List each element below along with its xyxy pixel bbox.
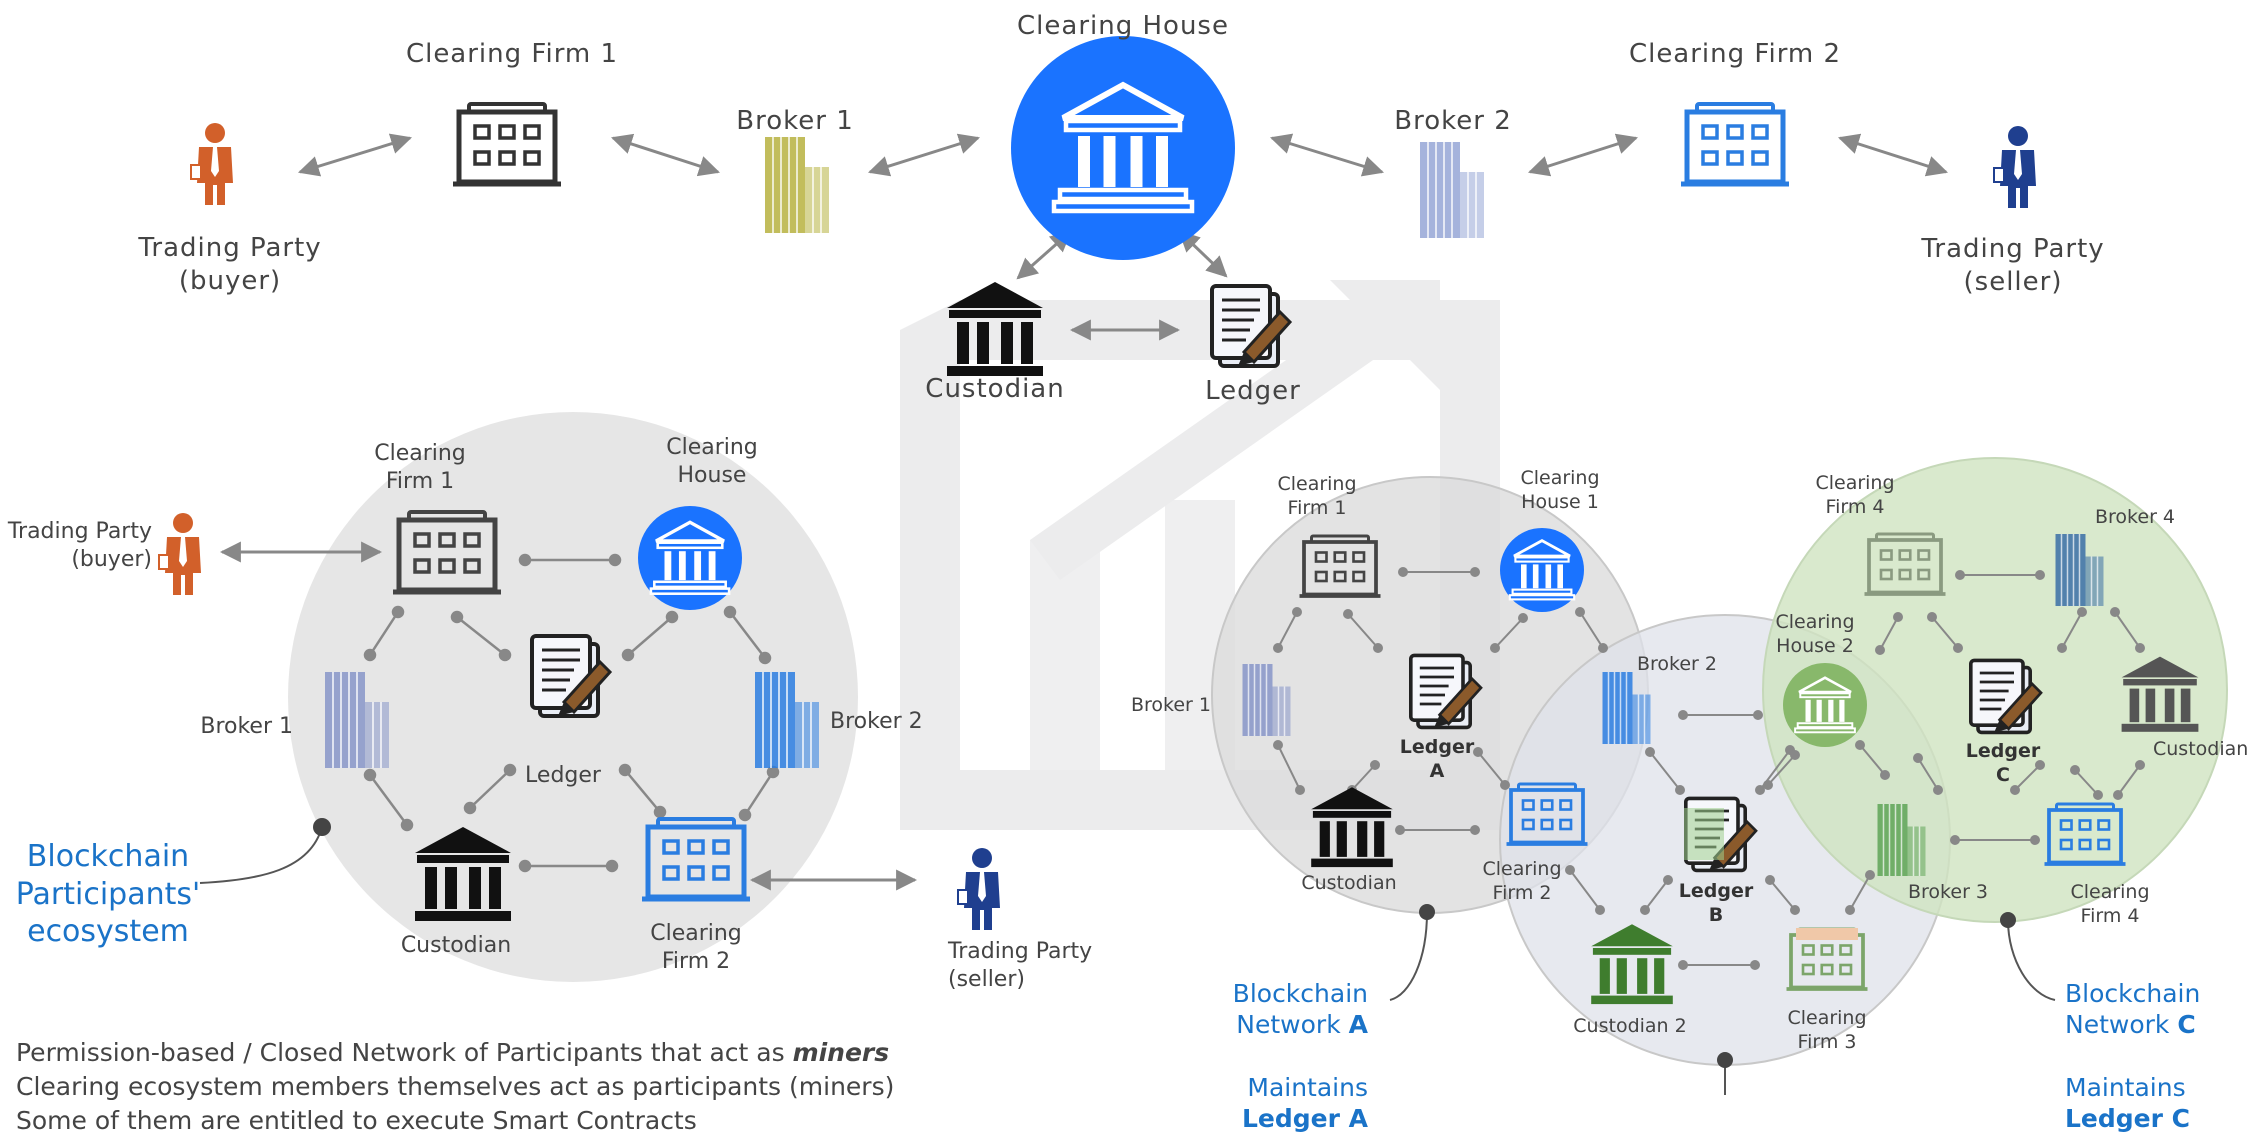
net-b-broker-2-label: Broker 2: [1636, 653, 1718, 675]
net-b-custodian-2-label: Custodian 2: [1573, 1015, 1687, 1037]
caption-connectors: [199, 826, 2056, 1095]
top-custodian-label: Custodian: [925, 374, 1065, 404]
clearing-house-circle: [1011, 36, 1235, 260]
eco-custodian-label: Custodian: [400, 933, 512, 958]
eco-person-buyer-icon: [158, 512, 202, 596]
net-c-clearing-house-2-circle: [1783, 663, 1867, 747]
broker-1-icon: [764, 136, 830, 234]
broker-2-icon: [1419, 141, 1485, 239]
footer-line-3: Some of them are entitled to execute Sma…: [16, 1106, 697, 1135]
footer-line-2: Clearing ecosystem members themselves ac…: [16, 1072, 895, 1101]
net-c-broker-4-label: Broker 4: [2095, 506, 2176, 528]
eco-clearing-house-circle: [638, 506, 742, 610]
net-b-firm-3-roof: [1796, 928, 1858, 940]
ecosystem-links: [363, 553, 780, 873]
clearing-firm-1-icon: [453, 104, 561, 184]
ledger-icon: [1210, 284, 1292, 368]
net-a-ledger-icon: [1409, 653, 1483, 730]
top-broker-2-label: Broker 2: [1394, 106, 1512, 136]
top-clearing-firm-2-label: Clearing Firm 2: [1628, 39, 1842, 69]
net-c-ledger-icon: [1969, 658, 2043, 735]
top-trading-party-buyer-label: Trading Party(buyer): [138, 233, 322, 296]
top-clearing-firm-1-label: Clearing Firm 1: [405, 39, 619, 69]
net-a-custodian-label: Custodian: [1301, 872, 1397, 894]
eco-broker-1-label: Broker 1: [200, 714, 293, 739]
top-trading-party-seller-label: Trading Party(seller): [1921, 234, 2105, 297]
eco-ledger-label: Ledger: [525, 763, 601, 788]
net-a-broker-1-label: Broker 1: [1130, 694, 1211, 716]
net-b-ledger-tint: [1684, 808, 1724, 860]
caption-dots: [313, 818, 2016, 1068]
eco-broker-2-label: Broker 2: [830, 709, 923, 734]
eco-ledger-icon: [530, 634, 612, 718]
eco-trading-party-seller-label: Trading Party(seller): [948, 939, 1093, 992]
top-flow-arrows: [219, 133, 1948, 891]
net-c-custodian-label: Custodian: [2153, 738, 2248, 760]
top-broker-1-label: Broker 1: [736, 106, 854, 136]
eco-person-seller-icon: [957, 847, 1001, 931]
top-clearing-house-label: Clearing House: [1017, 11, 1229, 41]
eco-trading-party-buyer-label: Trading Party(buyer): [7, 519, 152, 572]
net-c-broker-3-label: Broker 3: [1908, 881, 1989, 903]
clearing-firm-2-icon: [1681, 104, 1789, 184]
top-ledger-label: Ledger: [1205, 376, 1301, 406]
person-seller-icon: [1993, 125, 2037, 209]
footer-line-1: Permission-based / Closed Network of Par…: [16, 1038, 890, 1067]
net-a-clearing-house-1-circle: [1500, 528, 1584, 612]
person-buyer-icon: [190, 122, 234, 206]
